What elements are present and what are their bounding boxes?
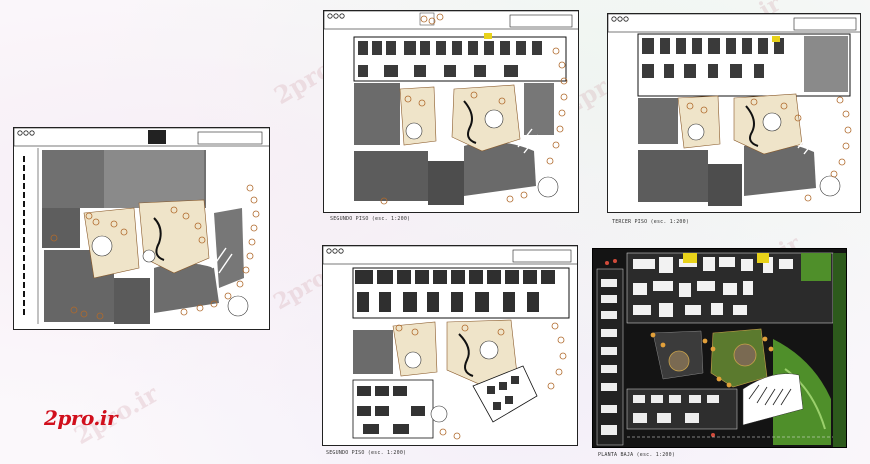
segundo-piso-sheet-bottom [322,245,578,446]
site-plan-sheet [13,127,270,330]
segundo-piso-caption-top: SEGUNDO PISO (esc. 1:200) [330,216,411,222]
planta-baja-drawing [593,249,846,447]
tercer-piso-caption: TERCER PISO (esc. 1:200) [612,219,690,225]
segundo-piso-detailed-drawing [323,246,577,440]
planta-baja-caption: PLANTA BAJA (esc. 1:200) [598,452,676,458]
site-plan-drawing [14,128,269,324]
segundo-piso-caption-bottom: SEGUNDO PISO (esc. 1:200) [326,450,407,456]
segundo-piso-drawing [324,11,578,205]
tercer-piso-sheet [607,13,861,213]
tercer-piso-drawing [608,14,860,206]
planta-baja-sheet [592,248,847,448]
segundo-piso-sheet-top [323,10,579,213]
brand-logo[interactable]: 2pro.ir [44,406,118,430]
